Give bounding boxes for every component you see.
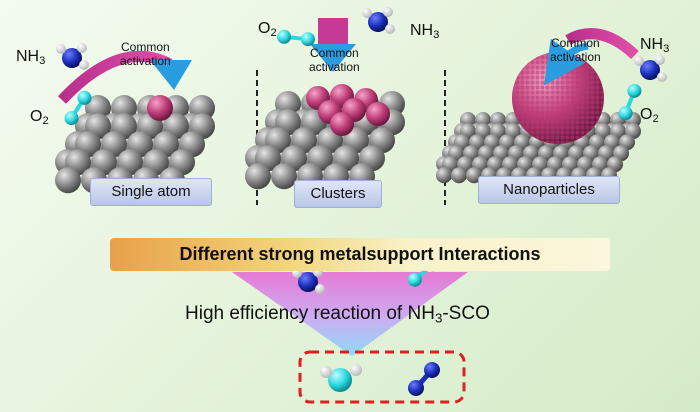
hydrogen-atom [383,7,393,17]
blue-down-arrow [310,44,356,72]
magenta-curved-arrow-3 [565,28,639,60]
o2-molecule-3 [618,83,642,121]
support-atom [271,163,297,190]
support-atom [436,167,452,184]
nh3-label-1: NH3 [16,48,46,67]
nitrogen-atom [298,272,318,292]
oxygen-atom [627,83,642,98]
funnel [232,272,468,356]
nh3-molecule-2 [362,7,395,34]
hydrogen-atom [79,60,89,70]
blue-activation-arrow [150,60,192,90]
single-metal-atom [147,95,173,121]
nh3-label-3: NH3 [640,36,670,55]
cluster-atom [366,102,390,126]
interactions-banner: Different strong metalsupport Interactio… [110,238,610,271]
n2-molecule [408,362,440,396]
oxygen-atom [618,106,633,121]
o2-molecule-2 [277,29,315,47]
nitrogen-atom [368,12,388,32]
hydrogen-atom [77,43,87,53]
support-atom [245,163,271,190]
panel-label-single-atom: Single atom [90,178,212,206]
hydrogen-atom [657,72,667,82]
nitrogen-atom [640,60,660,80]
hydrogen-atom [315,284,325,294]
nitrogen-atom [408,380,424,396]
o2-label-3: O2 [640,106,659,125]
h2o-molecule [320,364,362,392]
panel-label-clusters: Clusters [294,180,382,208]
panel-label-nanoparticles: Nanoparticles [478,176,620,204]
o2-label-2: O2 [258,20,277,39]
oxygen-atom [64,111,79,126]
nh3-molecule-funnel [292,267,325,294]
oxygen-atom [277,29,292,44]
nh3-molecule-1 [56,43,89,70]
nh3-molecule-3 [634,55,667,82]
oxygen-atom [300,32,315,47]
hydrogen-atom [655,55,665,65]
oxygen-atom [328,368,352,392]
nitrogen-atom [424,362,440,378]
magenta-down-arrow [318,18,348,44]
hydrogen-atom [56,44,66,54]
oxygen-atom [407,272,422,287]
o2-label-1: O2 [30,108,49,127]
hydrogen-atom [350,364,362,376]
reaction-title: High efficiency reaction of NH3-SCO [185,303,490,326]
oxygen-atom [77,90,92,105]
hydrogen-atom [362,8,372,18]
nh3-label-2: NH3 [410,22,440,41]
support-atom [451,167,467,184]
magenta-curved-arrow [57,50,173,104]
support-atom [55,167,81,194]
hydrogen-atom [385,24,395,34]
hydrogen-atom [320,366,332,378]
nitrogen-atom [62,48,82,68]
blue-curved-arrow-3 [543,38,589,86]
metal-cluster [306,84,390,136]
products-box [298,350,466,404]
o2-molecule-1 [64,90,92,126]
cluster-atom [330,112,354,136]
hydrogen-atom [634,56,644,66]
